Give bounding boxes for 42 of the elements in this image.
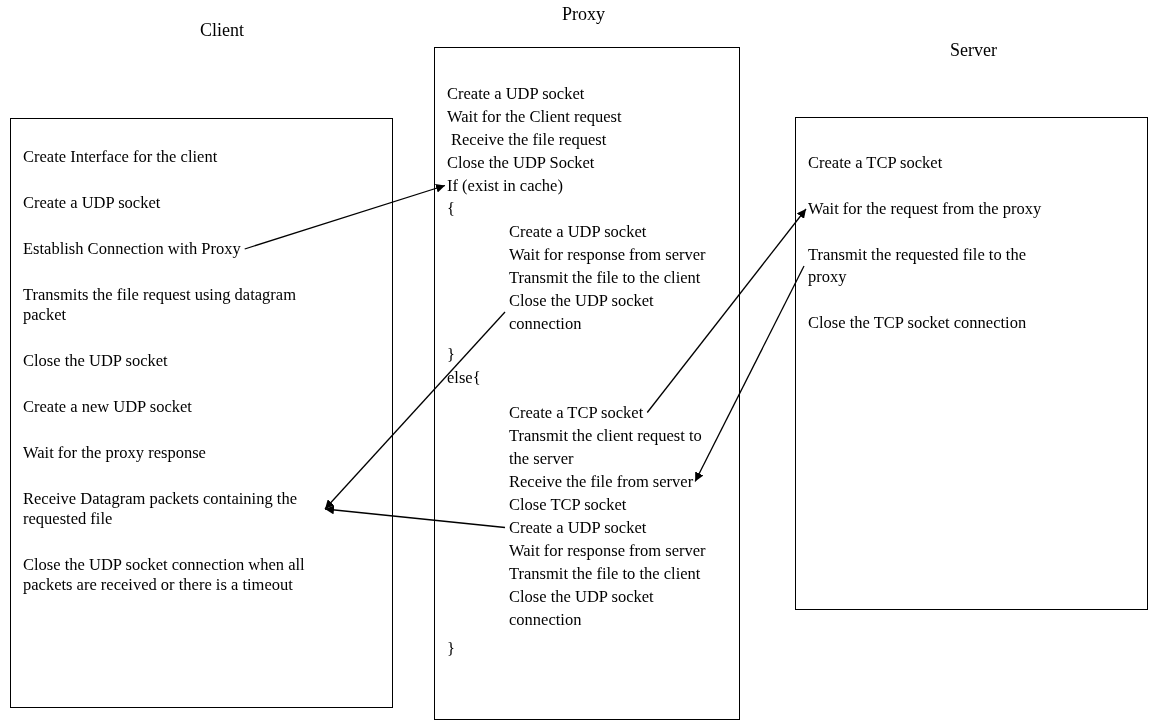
code-line: Transmit the file to the client (509, 562, 701, 585)
arrow (324, 311, 506, 510)
code-line: } (447, 343, 455, 366)
step-text: Transmit the requested file to the proxy (808, 244, 1038, 288)
panel-title: Client (200, 20, 244, 41)
arrow (646, 208, 807, 414)
arrow (694, 265, 805, 483)
code-line: Transmit the client request to the server (509, 424, 714, 470)
step-text: Wait for the proxy response (23, 443, 206, 463)
panel-title: Server (950, 40, 997, 61)
code-line: Receive the file from server (509, 470, 694, 493)
step-text: Close the TCP socket connection (808, 312, 1027, 334)
code-line: Create a UDP socket (509, 516, 647, 539)
code-line: Close TCP socket (509, 493, 627, 516)
code-line: } (447, 637, 455, 660)
code-line: Wait for response from server (509, 539, 706, 562)
step-text: Close the UDP socket connection when all packets are received or there is a timeout (23, 555, 333, 595)
code-line: Create a UDP socket (509, 220, 647, 243)
arrow (324, 505, 506, 529)
code-line: Wait for the Client request (447, 105, 622, 128)
panel-title: Proxy (562, 4, 605, 25)
code-line: Transmit the file to the client (509, 266, 701, 289)
step-text: Create a UDP socket (23, 193, 161, 213)
step-text: Establish Connection with Proxy (23, 239, 241, 259)
code-line: else{ (447, 366, 481, 389)
code-line: Close the UDP socket connection (509, 289, 684, 335)
code-line: Receive the file request (451, 128, 607, 151)
step-text: Transmits the file request using datagram packet (23, 285, 323, 325)
code-line: { (447, 197, 455, 220)
code-line: If (exist in cache) (447, 174, 563, 197)
code-line: Close the UDP Socket (447, 151, 595, 174)
code-line: Create a TCP socket (509, 401, 644, 424)
step-text: Receive Datagram packets containing the requested file (23, 489, 323, 529)
code-line: Create a UDP socket (447, 82, 585, 105)
step-text: Close the UDP socket (23, 351, 168, 371)
step-text: Create a TCP socket (808, 152, 943, 174)
step-text: Create a new UDP socket (23, 397, 192, 417)
code-line: Wait for response from server (509, 243, 706, 266)
step-text: Wait for the request from the proxy (808, 198, 1042, 220)
step-text: Create Interface for the client (23, 147, 218, 167)
code-line: Close the UDP socket connection (509, 585, 684, 631)
arrow (244, 183, 446, 250)
